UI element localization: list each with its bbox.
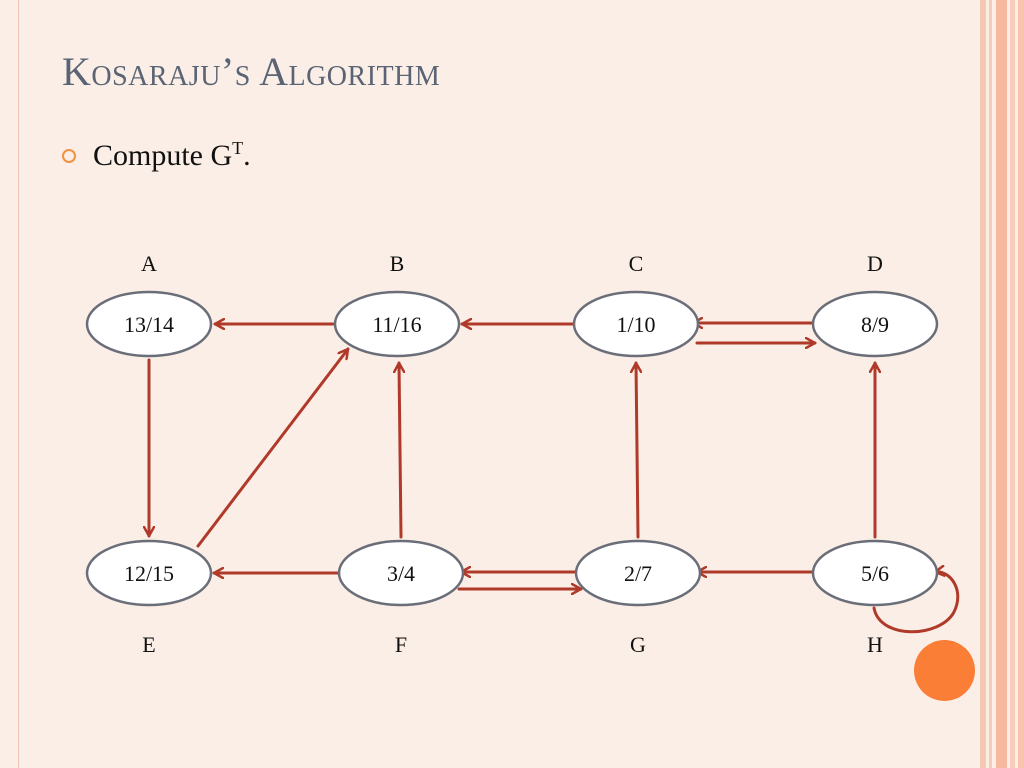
stripe: [980, 0, 986, 768]
edge-g-to-c: [636, 361, 638, 539]
edge-e-to-b: [196, 347, 350, 548]
node-f: 3/4F: [337, 539, 465, 657]
node-e-ellipse: [85, 539, 213, 607]
node-g: 2/7G: [574, 539, 702, 657]
bullet-suffix: .: [243, 139, 251, 172]
node-h-value: 5/6: [861, 561, 889, 586]
node-h-ellipse: [811, 539, 939, 607]
node-a-label: A: [141, 251, 157, 276]
bullet-ring-icon: [62, 148, 76, 163]
node-b-value: 11/16: [372, 312, 421, 337]
node-h-label: H: [867, 632, 883, 657]
slide-frame-line: [18, 0, 19, 768]
stripe: [1018, 0, 1024, 768]
bullet-superscript: T: [232, 138, 244, 158]
bullet-item: Compute GT.: [62, 138, 251, 173]
slide-title: Kosaraju’s Algorithm: [62, 49, 441, 94]
node-e-label: E: [142, 632, 155, 657]
stripe: [1010, 0, 1015, 768]
node-c-ellipse: [572, 290, 700, 358]
bullet-text: Compute GT.: [93, 138, 251, 173]
node-d-value: 8/9: [861, 312, 889, 337]
node-f-value: 3/4: [387, 561, 415, 586]
node-c-value: 1/10: [616, 312, 655, 337]
stripe: [989, 0, 992, 768]
node-d: 8/9 D: [811, 251, 939, 358]
bullet-main-text: Compute G: [93, 139, 233, 172]
node-g-ellipse: [574, 539, 702, 607]
node-b-ellipse: [333, 290, 461, 358]
node-d-label: D: [867, 251, 883, 276]
node-e: 12/15E: [85, 539, 213, 657]
node-b: 11/16 B: [333, 251, 461, 358]
node-h: 5/6H: [811, 539, 939, 657]
nodes-layer: 13/14 A 11/16 B 1/10 C 8/9 D 12/15E 3/4F 2/7G 5/6H: [85, 251, 939, 657]
stripe: [996, 0, 1007, 768]
node-e-value: 12/15: [124, 561, 174, 586]
node-b-label: B: [390, 251, 405, 276]
node-d-ellipse: [811, 290, 939, 358]
decorative-stripes: [980, 0, 1024, 768]
node-g-label: G: [630, 632, 646, 657]
accent-dot: [914, 640, 975, 701]
node-f-label: F: [395, 632, 407, 657]
edge-f-to-b: [399, 361, 401, 539]
node-c: 1/10 C: [572, 251, 700, 358]
node-a-ellipse: [85, 290, 213, 358]
edge-h-to-h: [872, 572, 960, 634]
node-f-ellipse: [337, 539, 465, 607]
node-a: 13/14 A: [85, 251, 213, 358]
node-g-value: 2/7: [624, 561, 652, 586]
edges-layer: [149, 323, 960, 634]
node-c-label: C: [629, 251, 644, 276]
node-a-value: 13/14: [124, 312, 174, 337]
